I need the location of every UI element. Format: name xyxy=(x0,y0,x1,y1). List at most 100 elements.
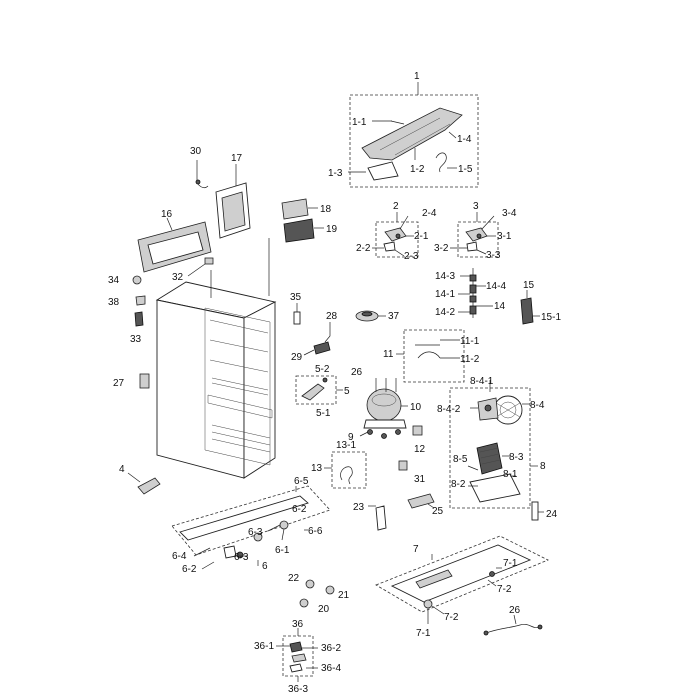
part-26-wire xyxy=(483,614,543,636)
panel-17 xyxy=(215,164,251,239)
label-6-1: 6-1 xyxy=(275,545,290,556)
label-31: 31 xyxy=(414,474,426,485)
label-8-4: 8-4 xyxy=(530,400,545,411)
label-2-4: 2-4 xyxy=(422,208,437,219)
label-8-2: 8-2 xyxy=(451,479,466,490)
part-group-1 xyxy=(348,82,479,188)
part-group-11 xyxy=(396,329,465,383)
label-5-1: 5-1 xyxy=(316,408,331,419)
part-35 xyxy=(293,303,301,325)
label-28: 28 xyxy=(326,311,338,322)
label-3-4: 3-4 xyxy=(502,208,517,219)
label-8-5: 8-5 xyxy=(453,454,468,465)
label-13-1: 13-1 xyxy=(336,440,356,451)
label-7: 7 xyxy=(413,544,419,555)
part-group-7 xyxy=(375,535,549,624)
part-30-harness xyxy=(195,160,209,188)
part-group-15 xyxy=(520,290,540,325)
part-group-8 xyxy=(449,380,538,509)
part-18-pcb xyxy=(281,198,318,220)
part-10-compressor xyxy=(359,378,408,439)
label-6-3-lower: 6-3 xyxy=(234,552,249,563)
part-19-pcb-cover xyxy=(283,218,324,243)
label-9: 9 xyxy=(348,432,354,443)
label-6-2: 6-2 xyxy=(292,504,307,515)
label-21: 21 xyxy=(338,590,350,601)
label-38: 38 xyxy=(108,297,120,308)
label-6-5: 6-5 xyxy=(294,476,309,487)
label-11-2: 11-2 xyxy=(460,354,480,365)
label-14-4: 14-4 xyxy=(486,281,506,292)
part-group-3 xyxy=(450,212,499,258)
label-18: 18 xyxy=(320,204,332,215)
part-4 xyxy=(127,472,161,495)
label-12: 12 xyxy=(414,444,426,455)
label-3-1: 3-1 xyxy=(497,231,512,242)
label-20: 20 xyxy=(318,604,330,615)
label-32: 32 xyxy=(172,272,184,283)
label-8-1: 8-1 xyxy=(503,469,518,480)
part-group-13 xyxy=(324,451,367,489)
label-14-2: 14-2 xyxy=(435,307,455,318)
part-group-36 xyxy=(276,628,318,682)
label-6-3-upper: 6-3 xyxy=(248,527,263,538)
label-11: 11 xyxy=(383,349,394,360)
label-36-4: 36-4 xyxy=(321,663,341,674)
part-12 xyxy=(412,425,423,436)
label-2: 2 xyxy=(393,201,399,212)
part-33 xyxy=(134,311,144,327)
label-19: 19 xyxy=(326,224,338,235)
label-29: 29 xyxy=(291,352,303,363)
part-25 xyxy=(407,493,435,509)
label-6-6: 6-6 xyxy=(308,526,323,537)
label-36-1: 36-1 xyxy=(254,641,274,652)
label-1-5: 1-5 xyxy=(458,164,473,175)
label-33: 33 xyxy=(130,334,142,345)
label-14: 14 xyxy=(494,301,506,312)
part-28-29 xyxy=(303,322,331,356)
label-8-4-1: 8-4-1 xyxy=(470,376,494,387)
part-group-6 xyxy=(171,485,331,570)
label-13: 13 xyxy=(311,463,323,474)
label-25: 25 xyxy=(432,506,444,517)
part-34 xyxy=(132,275,142,285)
label-36-2: 36-2 xyxy=(321,643,341,654)
label-24: 24 xyxy=(546,509,558,520)
label-8-4-2: 8-4-2 xyxy=(437,404,461,415)
label-22: 22 xyxy=(288,573,300,584)
part-31 xyxy=(398,460,408,471)
label-6: 6 xyxy=(262,561,268,572)
label-8: 8 xyxy=(540,461,546,472)
label-7-1-left: 7-1 xyxy=(416,628,431,639)
label-8-3: 8-3 xyxy=(509,452,524,463)
label-35: 35 xyxy=(290,292,302,303)
label-26-top: 26 xyxy=(351,367,363,378)
top-bracket-1-4 xyxy=(361,107,463,161)
label-7-1-right: 7-1 xyxy=(503,558,518,569)
label-7-2-left: 7-2 xyxy=(444,612,459,623)
label-15-1: 15-1 xyxy=(541,312,561,323)
label-14-1: 14-1 xyxy=(435,289,455,300)
part-group-14 xyxy=(458,268,493,318)
label-11-1: 11-1 xyxy=(460,336,480,347)
label-1-1: 1-1 xyxy=(352,117,367,128)
label-36-3: 36-3 xyxy=(288,684,308,695)
label-23: 23 xyxy=(353,502,365,513)
label-37: 37 xyxy=(388,311,400,322)
part-32 xyxy=(187,257,214,277)
part-20-21-22 xyxy=(299,579,335,608)
label-6-2-lower: 6-2 xyxy=(182,564,197,575)
label-1-3: 1-3 xyxy=(328,168,343,179)
part-24 xyxy=(531,501,544,521)
hinge-plate-1-3 xyxy=(367,161,399,181)
label-2-2: 2-2 xyxy=(356,243,371,254)
label-30: 30 xyxy=(190,146,202,157)
label-14-3: 14-3 xyxy=(435,271,455,282)
label-3: 3 xyxy=(473,201,479,212)
label-2-1: 2-1 xyxy=(414,231,429,242)
label-5: 5 xyxy=(344,386,350,397)
label-1-4: 1-4 xyxy=(457,134,472,145)
panel-16 xyxy=(137,217,212,273)
label-3-3: 3-3 xyxy=(486,250,501,261)
